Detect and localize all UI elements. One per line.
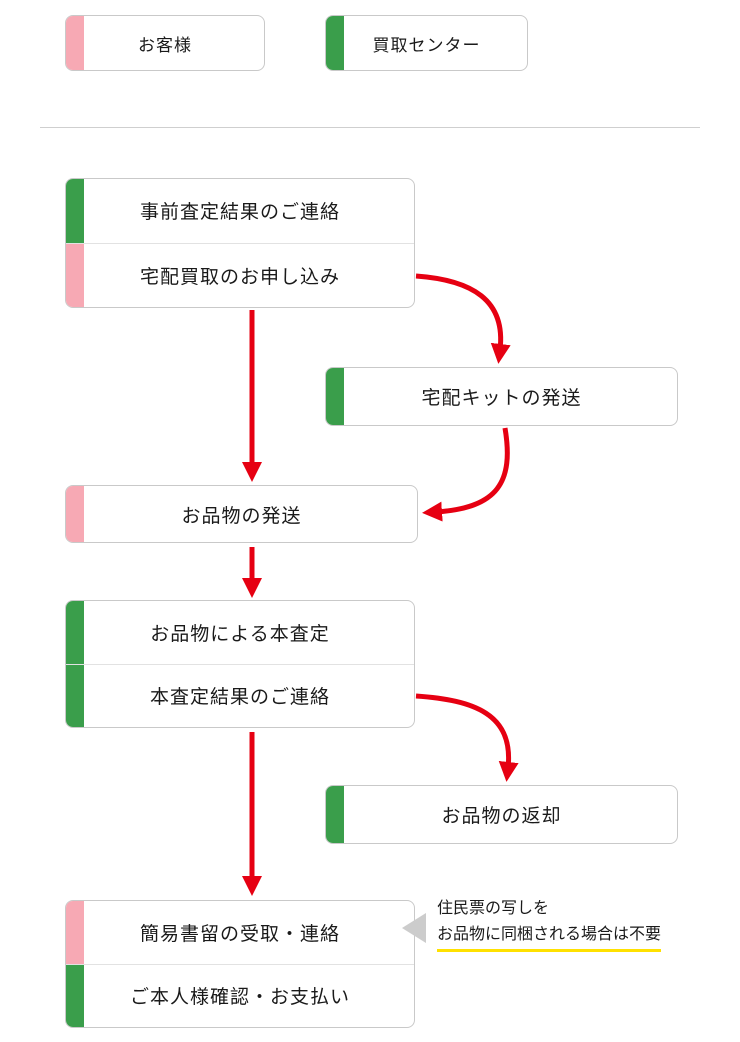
- residence-certificate-note: 住民票の写しを お品物に同梱される場合は不要: [437, 896, 662, 952]
- legend-customer-label: お客様: [138, 35, 192, 55]
- step-pre-assessment-notice: 事前査定結果のご連絡: [66, 179, 414, 243]
- customer-color-swatch: [66, 16, 84, 70]
- legend-center-label: 買取センター: [372, 35, 481, 55]
- arrow-kit-to-item-shipping: [422, 427, 510, 522]
- step-group-application: 事前査定結果のご連絡 宅配買取のお申し込み: [65, 178, 415, 308]
- step-label: お品物による本査定: [150, 623, 330, 645]
- step-label: 宅配キットの発送: [421, 388, 582, 409]
- step-final-assessment: お品物による本査定: [66, 601, 414, 664]
- center-actor-bar: [66, 664, 84, 727]
- center-color-swatch: [326, 16, 344, 70]
- center-actor-bar: [326, 368, 344, 425]
- step-label: 事前査定結果のご連絡: [139, 202, 340, 224]
- step-label: 本査定結果のご連絡: [149, 687, 330, 709]
- step-assessment-result-notice: 本査定結果のご連絡: [66, 663, 414, 727]
- step-label: お品物の返却: [441, 806, 562, 827]
- step-label: ご本人様確認・お支払い: [129, 987, 350, 1009]
- step-item-shipping: お品物の発送: [65, 485, 418, 543]
- customer-actor-bar: [66, 486, 84, 542]
- arrow-result-to-item-return: [415, 693, 519, 782]
- section-divider: [40, 127, 700, 128]
- step-label: 簡易書留の受取・連絡: [139, 923, 340, 945]
- step-group-assessment: お品物による本査定 本査定結果のご連絡: [65, 600, 415, 728]
- customer-actor-bar: [66, 901, 84, 964]
- step-group-payment: 簡易書留の受取・連絡 ご本人様確認・お支払い: [65, 900, 415, 1028]
- step-identity-check-payment: ご本人様確認・お支払い: [66, 963, 414, 1027]
- step-delivery-application: 宅配買取のお申し込み: [66, 242, 414, 307]
- step-label: 宅配買取のお申し込み: [139, 266, 340, 288]
- center-actor-bar: [66, 964, 84, 1027]
- step-kit-shipping: 宅配キットの発送: [325, 367, 678, 426]
- arrow-application-to-kit: [415, 273, 511, 364]
- step-item-return: お品物の返却: [325, 785, 678, 844]
- step-label: お品物の発送: [181, 505, 302, 527]
- center-actor-bar: [66, 601, 84, 664]
- step-registered-mail-receipt: 簡易書留の受取・連絡: [66, 901, 414, 964]
- note-line2: お品物に同梱される場合は不要: [437, 922, 662, 952]
- center-actor-bar: [66, 179, 84, 243]
- note-line1: 住民票の写しを: [437, 900, 550, 917]
- legend-customer: お客様: [65, 15, 265, 71]
- center-actor-bar: [326, 786, 344, 843]
- note-pointer-triangle-icon: [402, 913, 426, 943]
- legend-center: 買取センター: [325, 15, 528, 71]
- customer-actor-bar: [66, 243, 84, 307]
